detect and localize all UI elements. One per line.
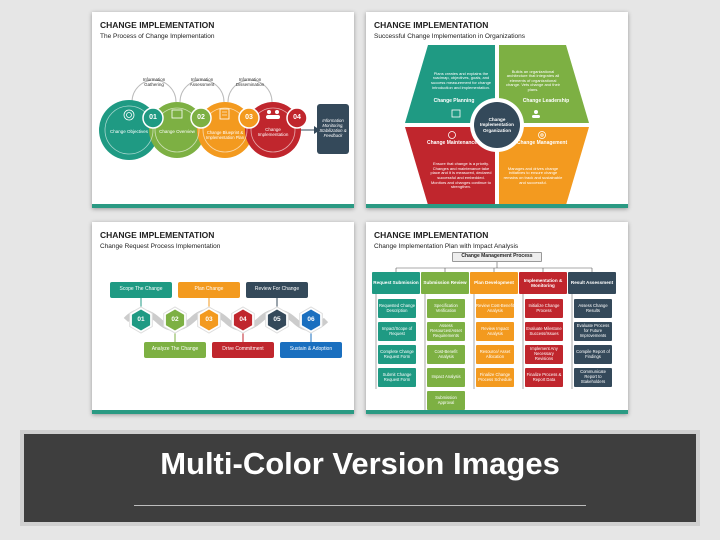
section-name: Change Planning xyxy=(433,98,475,105)
column-item: Submit Change Request Form xyxy=(378,368,416,387)
column-item: Impact/Scope of Request xyxy=(378,322,416,341)
step-number: 03 xyxy=(245,113,253,121)
hex-step xyxy=(199,309,219,331)
slide-process-of-change[interactable]: CHANGE IMPLEMENTATION The Process of Cha… xyxy=(92,12,354,208)
slide-title: CHANGE IMPLEMENTATION xyxy=(100,230,215,240)
hex-number: 01 xyxy=(137,316,145,324)
column-item: Complete Change Request Form xyxy=(378,345,416,364)
step-label: Change Overview xyxy=(159,129,195,135)
step-label: Change Objectives xyxy=(109,129,149,135)
bottom-label: Drive Commitment xyxy=(222,346,264,353)
step-label: Change Blueprint & Implementation Plan xyxy=(205,130,245,140)
banner-underline xyxy=(134,505,586,506)
step-label: Change Implementation xyxy=(257,126,289,137)
slide-title: CHANGE IMPLEMENTATION xyxy=(374,20,489,30)
column-item: Assess Resources/Asset Requirements xyxy=(427,322,465,341)
column-item: Specification Verification xyxy=(427,299,465,318)
bottom-label: Sustain & Adoption xyxy=(289,346,333,353)
column-item: Requested Change Description xyxy=(378,299,416,318)
column-item: Compile Report of Findings xyxy=(574,345,612,364)
process-diagram xyxy=(99,79,349,160)
column-item: Resource/ Asset Allocation xyxy=(476,345,514,364)
column-item: Impact Analysis xyxy=(427,368,465,387)
slide-accent-bar xyxy=(92,204,354,208)
top-label: Information Assessment xyxy=(189,76,215,87)
hex-step xyxy=(301,309,321,331)
section-name: Change Management xyxy=(516,140,568,147)
hex-number: 04 xyxy=(239,316,247,324)
hexagon-diagram xyxy=(405,45,589,205)
step-number: 01 xyxy=(149,113,157,121)
hex-number: 05 xyxy=(273,316,281,324)
slide-accent-bar xyxy=(92,410,354,414)
column-item: Assess Change Results xyxy=(574,299,612,318)
column-item: Cost-Benefit Analysis xyxy=(427,345,465,364)
org-chart-lines xyxy=(375,262,593,410)
slide-subtitle: Change Implementation Plan with Impact A… xyxy=(374,243,519,250)
center-label: Change Implementation Organization xyxy=(480,117,514,133)
slide-subtitle: The Process of Change Implementation xyxy=(100,33,215,40)
column-header: Submission Review xyxy=(421,272,469,294)
slide-successful-change[interactable]: CHANGE IMPLEMENTATION Successful Change … xyxy=(366,12,628,208)
hex-number: 06 xyxy=(307,316,315,324)
planning-icon xyxy=(451,109,461,118)
maintenance-icon xyxy=(448,131,456,139)
overview-icon xyxy=(171,109,183,119)
section-name: Change Maintenance xyxy=(426,140,477,147)
column-item: Review Cost-Benefit Analysis xyxy=(476,299,514,318)
column-item: Evaluate Process for Future Improvements xyxy=(574,322,612,341)
hex-step xyxy=(267,309,287,331)
column-header: Plan Development xyxy=(470,272,518,294)
hex-step xyxy=(165,309,185,331)
end-label: Information Monitoring, Stabilization & … xyxy=(319,118,347,138)
section-text: Builds an organizational architecture th… xyxy=(505,68,561,92)
hex-number: 03 xyxy=(205,316,213,324)
top-label: Information Gathering xyxy=(142,76,166,87)
hex-step xyxy=(131,309,151,331)
slide-change-request-process[interactable]: CHANGE IMPLEMENTATION Change Request Pro… xyxy=(92,222,354,414)
slide-subtitle: Successful Change Implementation in Orga… xyxy=(374,33,526,40)
hex-number: 02 xyxy=(171,316,179,324)
column-item: Communicate Report to Stakeholders xyxy=(574,368,612,387)
slide-accent-bar xyxy=(366,410,628,414)
column-header: Request Submission xyxy=(372,272,420,294)
section-text: Ensure that change is a priority. Change… xyxy=(430,161,492,190)
column-header: Result Assessment xyxy=(568,272,616,294)
bottom-label: Analyze The Change xyxy=(151,346,199,353)
hex-step xyxy=(233,309,253,331)
management-icon xyxy=(538,131,546,139)
column-header: Implementation & Monitoring xyxy=(519,272,567,294)
slide-title: CHANGE IMPLEMENTATION xyxy=(374,230,489,240)
slide-impact-analysis[interactable]: CHANGE IMPLEMENTATION Change Implementat… xyxy=(366,222,628,414)
column-item: Initialize Change Process xyxy=(525,299,563,318)
top-label: Scope The Change xyxy=(119,286,163,293)
top-label: Plan Change xyxy=(194,286,224,293)
column-item: Implement Any Necessary Revisions xyxy=(525,345,563,364)
slide-accent-bar xyxy=(366,204,628,208)
slide-subtitle: Change Request Process Implementation xyxy=(100,243,221,250)
section-name: Change Leadership xyxy=(522,98,570,105)
column-item: Evaluate Milestone Success/Issues xyxy=(525,322,563,341)
root-process-box: Change Management Process xyxy=(452,252,542,262)
step-number: 04 xyxy=(293,113,301,121)
target-icon xyxy=(123,109,135,121)
section-text: Manages and drives change initiatives to… xyxy=(503,165,563,185)
top-label: Information Dissemination xyxy=(235,76,265,87)
column-item: Finalize Change Process Schedule xyxy=(476,368,514,387)
step-number: 02 xyxy=(197,113,205,121)
banner-title: Multi-Color Version Images xyxy=(160,446,560,481)
slide-title: CHANGE IMPLEMENTATION xyxy=(100,20,215,30)
column-item: Review Impact Analysis xyxy=(476,322,514,341)
team-icon xyxy=(266,110,280,119)
section-text: Plans creates and explains the roadmap, … xyxy=(430,70,492,90)
banner-background xyxy=(24,434,696,522)
top-label: Review For Change xyxy=(254,286,300,293)
hex-chain-diagram xyxy=(110,282,342,358)
column-item: Submission Approval xyxy=(427,391,465,410)
leadership-icon xyxy=(532,110,540,118)
blueprint-icon xyxy=(219,108,230,120)
column-item: Finalize Process & Report Data xyxy=(525,368,563,387)
